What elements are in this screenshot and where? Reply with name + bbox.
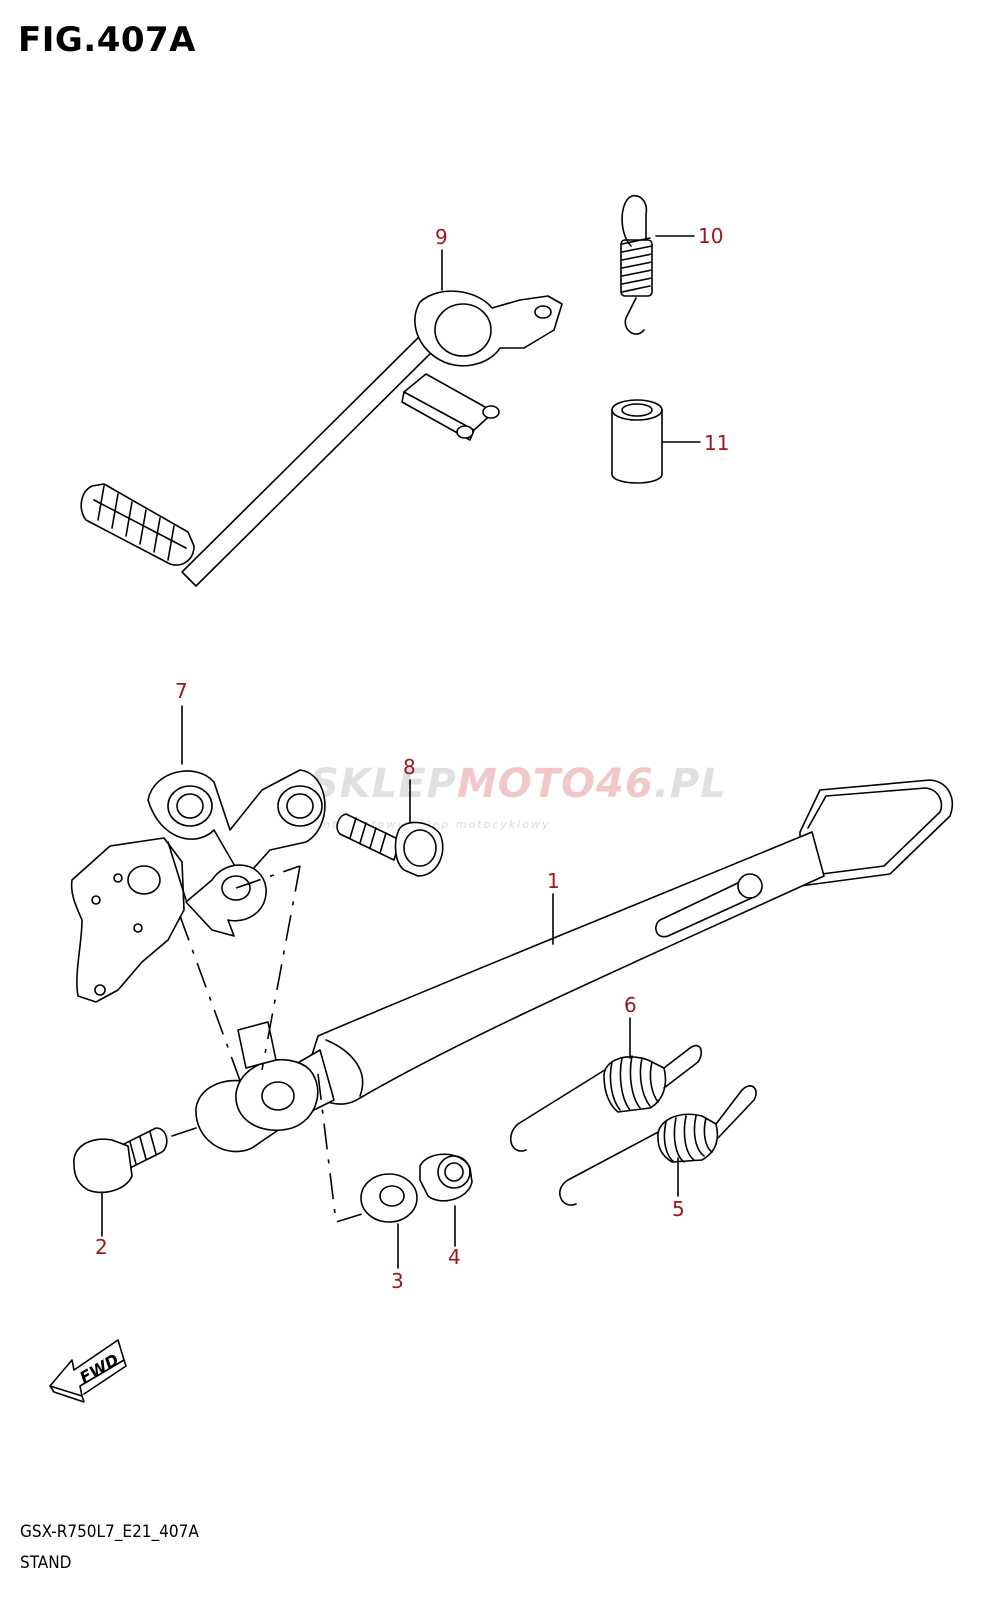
part-4-nut [419, 1153, 473, 1202]
fwd-arrow-icon: FWD [49, 1339, 127, 1403]
callout-1: 1 [547, 869, 560, 893]
callout-8: 8 [403, 755, 416, 779]
figure-title: FIG.407A [18, 20, 196, 60]
part-11-collar [611, 399, 663, 484]
callout-3: 3 [391, 1269, 404, 1293]
part-6-spring [509, 1044, 703, 1152]
callout-11: 11 [704, 431, 729, 455]
callout-10: 10 [698, 224, 723, 248]
callout-2: 2 [95, 1235, 108, 1259]
part-9-pedal [80, 290, 563, 587]
callout-9: 9 [435, 225, 448, 249]
svg-text:SKLEPMOTO46.PL: SKLEPMOTO46.PL [310, 761, 727, 807]
callout-labels: 1 2 3 4 5 6 7 8 9 10 11 [95, 224, 729, 1293]
callout-5: 5 [672, 1197, 685, 1221]
part-3-washer [360, 1173, 418, 1223]
part-8-bolt [336, 813, 444, 877]
part-10-spring [620, 194, 653, 335]
callout-4: 4 [448, 1245, 461, 1269]
watermark: SKLEPMOTO46.PL internetowy sklep motocyk… [310, 761, 727, 831]
watermark-brand-4: .PL [654, 761, 727, 807]
watermark-brand-3: 46 [595, 761, 654, 807]
leader-lines [101, 235, 701, 1269]
part-2-pivot-bolt [73, 1127, 168, 1194]
watermark-brand-2: MOTO [457, 761, 596, 807]
part-7-bracket [70, 769, 326, 1003]
callout-7: 7 [175, 679, 188, 703]
part-5-spring [559, 1085, 757, 1206]
callout-6: 6 [624, 993, 637, 1017]
part-1-side-stand [195, 779, 954, 1153]
figure-name: STAND [20, 1553, 72, 1573]
figure-code: GSX-R750L7_E21_407A [20, 1522, 199, 1542]
assembly-lines [171, 865, 363, 1224]
watermark-brand-1: SKLEP [310, 761, 457, 807]
